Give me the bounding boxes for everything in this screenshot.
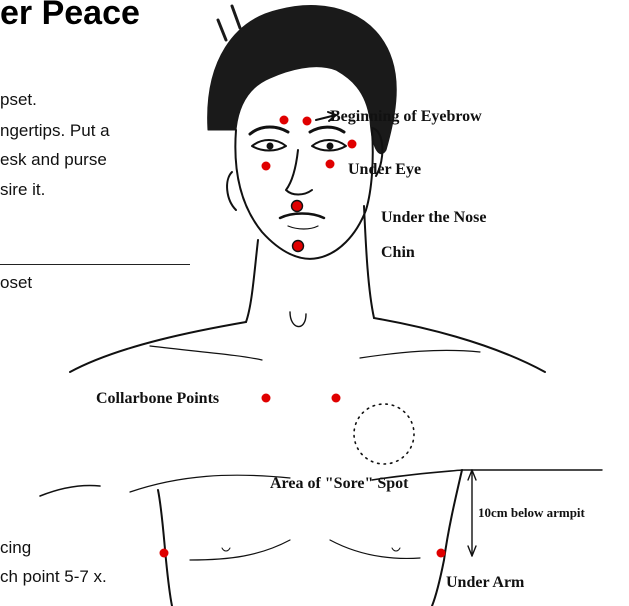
- label-collarbone-points: Collarbone Points: [96, 390, 219, 408]
- nose: [286, 150, 312, 195]
- label-beginning-of-eyebrow: Beginning of Eyebrow: [330, 108, 482, 126]
- point-eyebrow-left: [280, 116, 289, 125]
- label-under-arm: Under Arm: [446, 574, 524, 592]
- point-under-eye-left: [262, 162, 271, 171]
- eyebrow-right: [310, 127, 344, 132]
- point-temple: [348, 140, 357, 149]
- label-under-eye: Under Eye: [348, 161, 421, 179]
- point-under-arm-right: [437, 549, 446, 558]
- label-chin: Chin: [381, 244, 415, 262]
- label-sore-spot: Area of "Sore" Spot: [270, 475, 409, 493]
- neck-right: [364, 206, 374, 318]
- point-under-eye-right: [326, 160, 335, 169]
- mouth: [280, 214, 324, 219]
- point-collarbone-right: [332, 394, 341, 403]
- label-below-armpit: 10cm below armpit: [478, 505, 585, 521]
- neck-left: [246, 240, 258, 322]
- point-eyebrow-right: [303, 117, 312, 126]
- sore-spot-area: [354, 404, 414, 464]
- shoulder-right: [374, 318, 545, 372]
- point-under-arm-left: [160, 549, 169, 558]
- arm-left: [158, 490, 172, 606]
- point-under-nose: [292, 201, 303, 212]
- point-chin: [293, 241, 304, 252]
- eyebrow-left: [250, 127, 288, 134]
- point-collarbone-left: [262, 394, 271, 403]
- label-under-the-nose: Under the Nose: [381, 209, 486, 227]
